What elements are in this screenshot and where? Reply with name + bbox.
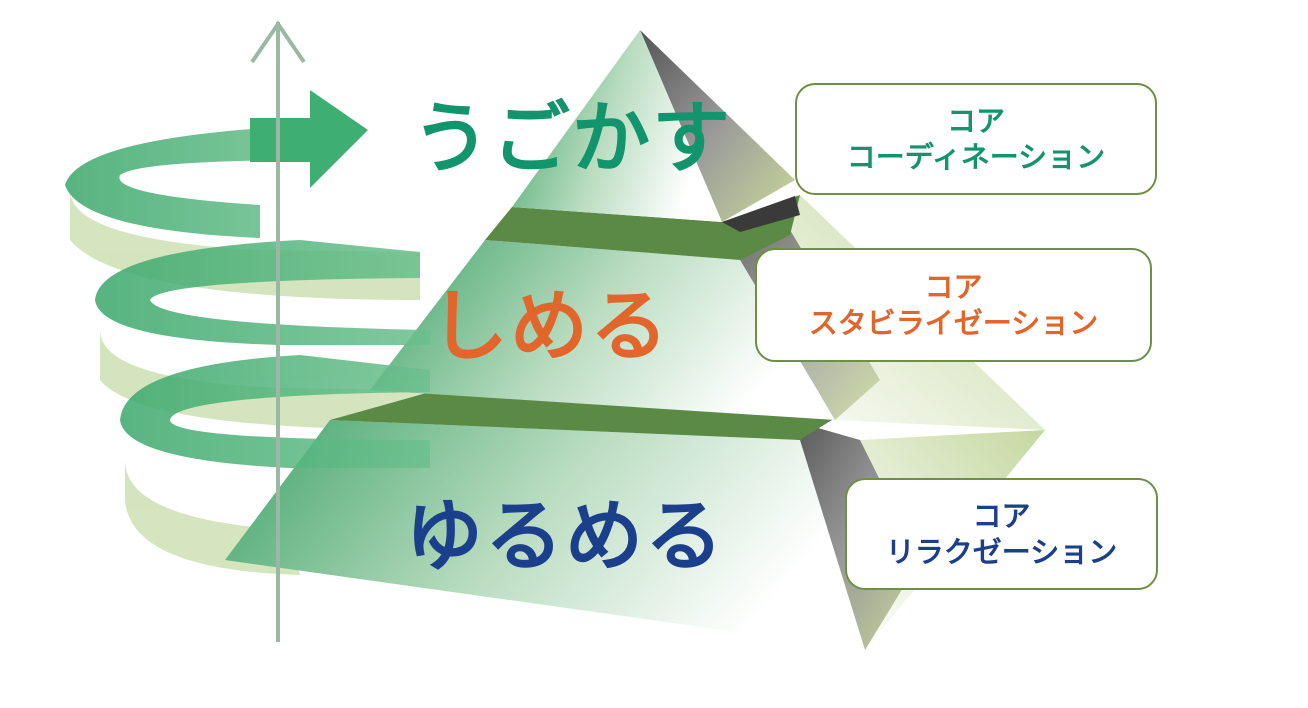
top-ledge [485,195,800,260]
middle-tier-front [370,240,835,420]
core-name: コーディネーション [846,140,1106,174]
top-ledge-dark [722,196,800,232]
bottom-tier-front [225,420,865,650]
level-label-top: うごかす [412,94,733,184]
core-label: コア [946,103,1005,138]
core-relaxation-box: コア リラクゼーション [845,478,1158,590]
core-label: コア [972,498,1031,533]
level-label-middle: しめる [430,282,671,372]
core-name: スタビライゼーション [808,306,1099,340]
core-coordination-box: コア コーディネーション [795,83,1157,195]
core-label: コア [924,269,983,304]
top-tier-front [512,30,722,222]
vertical-axis-arrowhead [250,20,306,64]
level-label-bottom: ゆるめる [405,492,726,582]
core-name: リラクゼーション [885,535,1118,569]
spiral-arrow-shaft [250,118,312,162]
core-stabilization-box: コア スタビライゼーション [755,248,1152,362]
middle-ledge [330,392,835,440]
top-tier-side [640,30,795,222]
spiral-arrow-head [310,90,368,188]
